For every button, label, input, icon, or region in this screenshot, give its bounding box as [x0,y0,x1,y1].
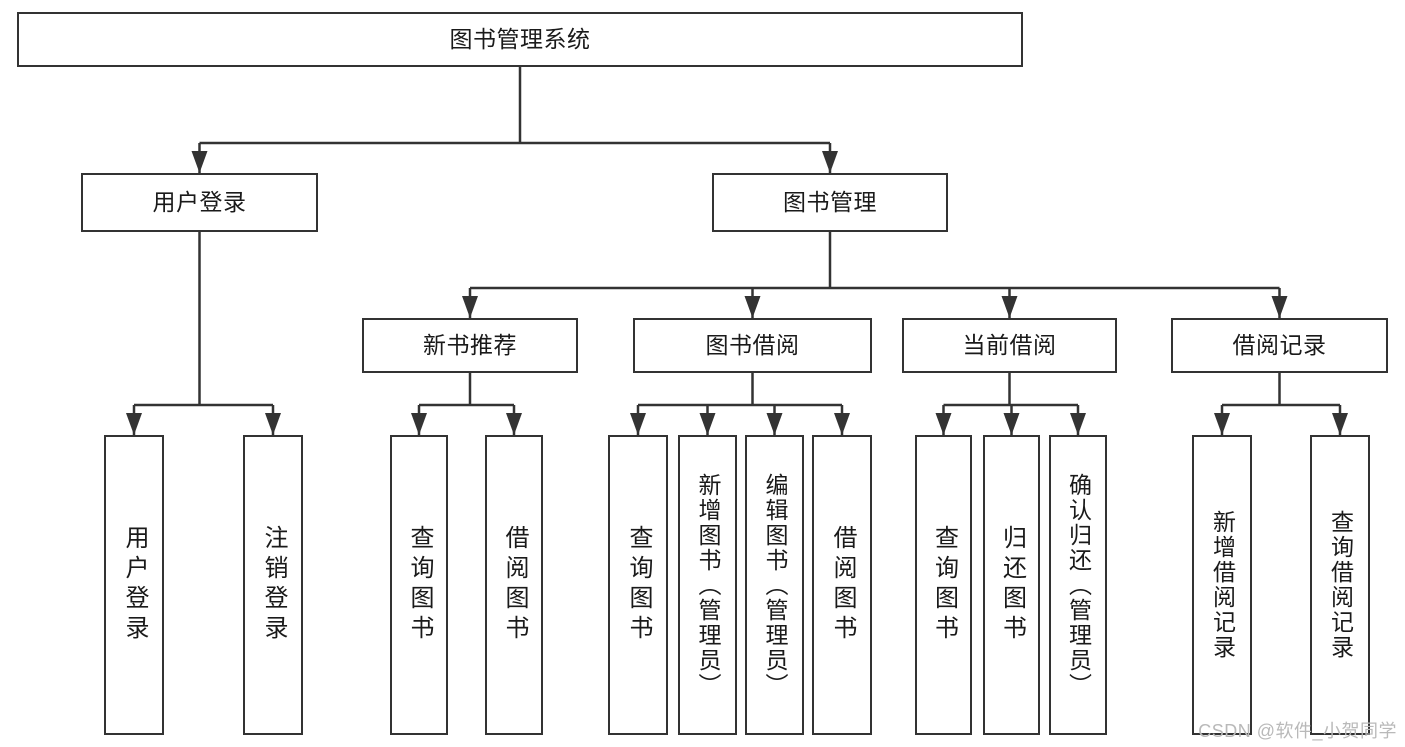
connector-arrowhead [1332,413,1348,435]
node-label: 用户登录 [152,188,247,215]
connector-arrowhead [822,151,838,173]
node-label: 新增借阅记录 [1209,510,1236,660]
node-l3-addrec[interactable]: 新增借阅记录 [1192,435,1252,735]
connector-arrowhead [1271,296,1288,318]
connector-arrowhead [1214,413,1230,435]
connector-arrowhead [265,413,281,435]
connector-arrowhead [630,413,646,435]
node-l3-userlogin[interactable]: 用户登录 [104,435,164,735]
node-label: 确认归还（管理员） [1065,472,1092,698]
node-l3-editbook[interactable]: 编辑图书（管理员） [745,435,804,735]
node-label: 借阅记录 [1232,331,1327,358]
node-l3-query1[interactable]: 查询图书 [390,435,448,735]
node-label: 借阅图书 [501,525,528,645]
node-label: 图书管理系统 [449,25,591,52]
node-label: 借阅图书 [829,525,856,645]
node-l3-query3[interactable]: 查询图书 [915,435,972,735]
node-l2-records[interactable]: 借阅记录 [1171,318,1388,373]
node-label: 当前借阅 [962,331,1057,358]
node-l3-return[interactable]: 归还图书 [983,435,1040,735]
connector-arrowhead [744,296,761,318]
node-l2-borrow[interactable]: 图书借阅 [633,318,872,373]
connector-arrowhead [1003,413,1020,435]
connector-arrowhead [935,413,952,435]
connector-arrowhead [126,413,142,435]
connector-arrowhead [411,413,427,435]
node-label: 查询借阅记录 [1327,510,1354,660]
node-label: 用户登录 [121,525,148,645]
node-label: 注销登录 [260,525,287,645]
node-label: 编辑图书（管理员） [762,472,788,698]
node-label: 查询图书 [625,525,652,645]
node-l3-borrow1[interactable]: 借阅图书 [485,435,543,735]
node-label: 图书管理 [783,188,877,215]
node-l2-new[interactable]: 新书推荐 [362,318,578,373]
connector-arrowhead [462,296,478,318]
node-label: 新增图书（管理员） [695,472,721,698]
node-label: 图书借阅 [705,331,800,358]
connector-arrowhead [1001,296,1018,318]
node-label: 查询图书 [406,525,433,645]
node-l3-confirm[interactable]: 确认归还（管理员） [1049,435,1107,735]
node-root[interactable]: 图书管理系统 [17,12,1023,67]
node-l2-current[interactable]: 当前借阅 [902,318,1117,373]
connector-arrowhead [834,413,850,435]
node-l3-query2[interactable]: 查询图书 [608,435,668,735]
node-label: 归还图书 [998,525,1026,645]
node-l1-login[interactable]: 用户登录 [81,173,318,232]
connector-arrowhead [506,413,522,435]
node-l3-addbook[interactable]: 新增图书（管理员） [678,435,737,735]
connector-arrowhead [191,151,208,173]
connector-arrowhead [1070,413,1086,435]
node-l3-borrow2[interactable]: 借阅图书 [812,435,872,735]
node-l3-logout[interactable]: 注销登录 [243,435,303,735]
node-l1-books[interactable]: 图书管理 [712,173,948,232]
connector-arrowhead [766,413,783,435]
node-label: 新书推荐 [423,331,517,358]
node-label: 查询图书 [930,525,958,645]
connector-arrowhead [699,413,716,435]
node-l3-queryrec[interactable]: 查询借阅记录 [1310,435,1370,735]
